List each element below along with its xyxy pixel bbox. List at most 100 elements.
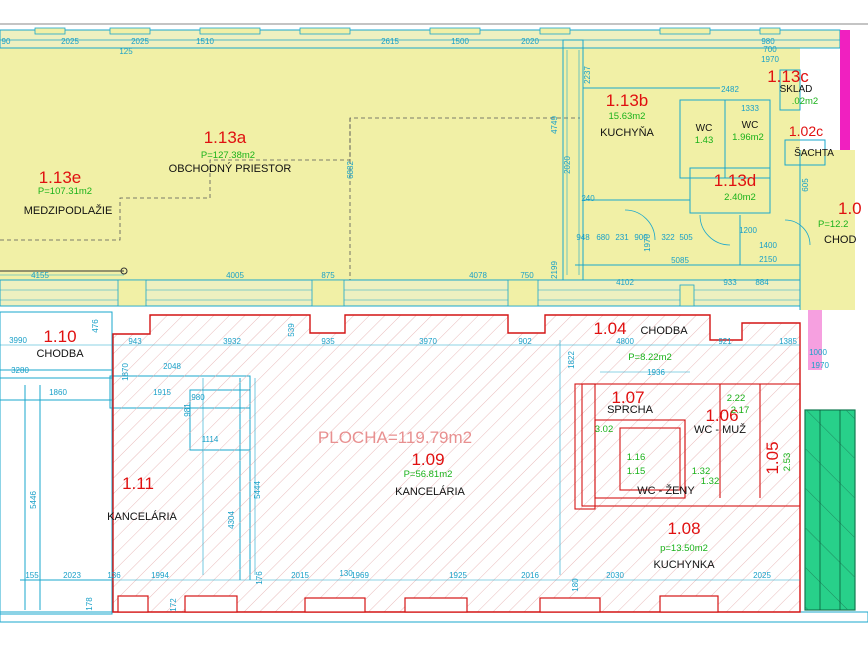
label-dims-upper_mid-10: 1400 [759,241,777,250]
label-dims-upper_small-12: 6882 [346,161,355,179]
label-rooms-r109-area: P=56.81m2 [404,469,453,480]
label-dims-office_inner-11: 1822 [567,351,576,369]
label-dims-top-6: 2020 [521,37,539,46]
plocha-total-area: PLOCHA=119.79m2 [318,428,472,447]
label-rooms-r113b-area: 15.63m2 [609,111,646,122]
label-rooms-r107-name: SPRCHA [607,404,654,416]
label-rooms-r106-name: WC - MUŽ [694,423,746,436]
label-dims-office_bottom-7: 2030 [606,571,624,580]
label-rooms-r104-name: CHODBA [640,325,688,337]
label-dims-office_bottom-4: 1969 [351,571,369,580]
room-id-1-13b: 1.13b [606,91,649,110]
label-dims-upper_small-9: 4749 [550,116,559,134]
label-dims-office_inner-8: 5446 [29,491,38,509]
label-dims-upper_mid-1: 4005 [226,271,244,280]
room-id-1-13a: 1.13a [204,128,247,147]
label-dims-office_top-12: 539 [287,323,296,337]
label-dims-upper_small-0: 240 [581,194,595,203]
label-dims-office_inner-10: 4304 [227,511,236,529]
label-dims-top-5: 1500 [451,37,469,46]
label-dims-office_inner-1: 1860 [49,388,67,397]
label-rooms-wc2-name: WC [742,120,759,131]
label-dims-upper_small-4: 900 [634,233,648,242]
stair-area [804,409,856,611]
label-rooms-r113d-area: 2.40m2 [724,192,756,203]
label-dims-office_bottom-10: 178 [85,597,94,611]
label-dims-upper_mid-8: 5085 [671,256,689,265]
label-dims-upper_mid-11: 2150 [759,255,777,264]
label-rooms-r109-name: KANCELÁRIA [395,485,465,498]
label-dims-upper_small-13: 605 [801,178,810,192]
label-dims-office_inner-9: 5444 [253,481,262,499]
label-rooms-r113c-area: .02m2 [792,96,818,107]
label-dims-office_inner-3: 1915 [153,388,171,397]
label-dims-office_top-8: 1385 [779,337,797,346]
room-id-1-05: 1.05 [763,441,782,474]
label-dims-upper_mid-2: 875 [321,271,335,280]
label-dims-office_bottom-13: 176 [255,571,264,585]
label-dims-office_inner-4: 980 [191,393,205,402]
label-dims-top-10: 2482 [721,85,739,94]
label-dims-office_inner-0: 3280 [11,366,29,375]
label-dims-upper_small-5: 1970 [643,234,652,252]
label-rooms-r113e-name: MEDZIPODLAŽIE [24,204,113,217]
label-dims-top-4: 2615 [381,37,399,46]
label-dims-office_top-6: 4800 [616,337,634,346]
label-dims-office_top-7: 921 [718,337,732,346]
pink-wall [840,30,850,150]
label-dims-upper_small-8: 2237 [583,66,592,84]
label-dims-top-0: 90 [2,37,11,46]
label-small_values-v115: 1.15 [627,466,646,477]
label-dims-top-11: 1333 [741,104,759,113]
lower-dimension-lines [0,340,800,581]
room-id-1-02c: 1.02c [789,123,823,139]
label-dims-upper_mid-4: 750 [520,271,534,280]
room-id-1-11: 1.11 [122,474,154,493]
room-id-1-13e: 1.13e [39,168,82,187]
label-dims-office_bottom-5: 1925 [449,571,467,580]
room-id-1-04: 1.04 [593,319,626,338]
label-dims-office_top-2: 3932 [223,337,241,346]
plan-labels: 1.13eP=107.31m2MEDZIPODLAŽIE1.13aP=127.3… [2,37,862,612]
label-rooms-r108-name: KUCHYNKA [653,559,715,571]
label-dims-top-9: 1970 [761,55,779,64]
label-dims-office_bottom-14: 180 [571,578,580,592]
room-id-1-06: 1.06 [705,406,738,425]
label-dims-office_inner-2: 2048 [163,362,181,371]
label-dims-upper_small-10: 2020 [563,156,572,174]
label-dims-upper_mid-0: 4155 [31,271,49,280]
label-dims-office_top-13: 476 [91,319,100,333]
label-dims-upper_mid-3: 4078 [469,271,487,280]
label-dims-office_bottom-9: 172 [169,598,178,612]
label-dims-office_bottom-0: 155 [25,571,39,580]
label-dims-office_top-0: 3990 [9,336,27,345]
label-dims-office_inner-6: 981 [183,403,192,417]
room-id-1-0x: 1.0 [838,199,862,218]
label-dims-top-8: 700 [763,45,777,54]
label-rooms-r113b-name: KUCHYŇA [600,126,654,139]
label-rooms-wc1-name: WC [696,123,713,134]
label-dims-office_top-4: 3970 [419,337,437,346]
label-dims-top-3: 1510 [196,37,214,46]
label-dims-upper_small-6: 322 [661,233,675,242]
label-dims-office_top-11: 1936 [647,368,665,377]
label-dims-office_top-1: 943 [128,337,142,346]
label-small_values-v217: 2.17 [731,405,750,416]
label-rooms-wc1-area: 1.43 [695,135,714,146]
label-rooms-wc2-area: 1.96m2 [732,132,764,143]
label-dims-upper_mid-7: 884 [755,278,769,287]
label-small_values-v302: 3.02 [595,424,614,435]
label-dims-office_bottom-2: 1994 [151,571,169,580]
label-dims-upper_mid-9: 1200 [739,226,757,235]
label-small_values-v132b: 1.32 [701,476,720,487]
label-dims-top-1: 2025 [61,37,79,46]
label-rooms-wc_zeny-name: WC - ŽENY [637,484,695,497]
label-rooms-r108-area: p=13.50m2 [660,543,708,554]
office-unit-outline [112,314,801,613]
label-dims-office_bottom-3: 2015 [291,571,309,580]
label-rooms-r10x-name: CHOD [824,234,856,246]
label-rooms-r113e-area: P=107.31m2 [38,186,92,197]
label-dims-office_bottom-11: 136 [107,571,121,580]
label-dims-office_top-5: 902 [518,337,532,346]
